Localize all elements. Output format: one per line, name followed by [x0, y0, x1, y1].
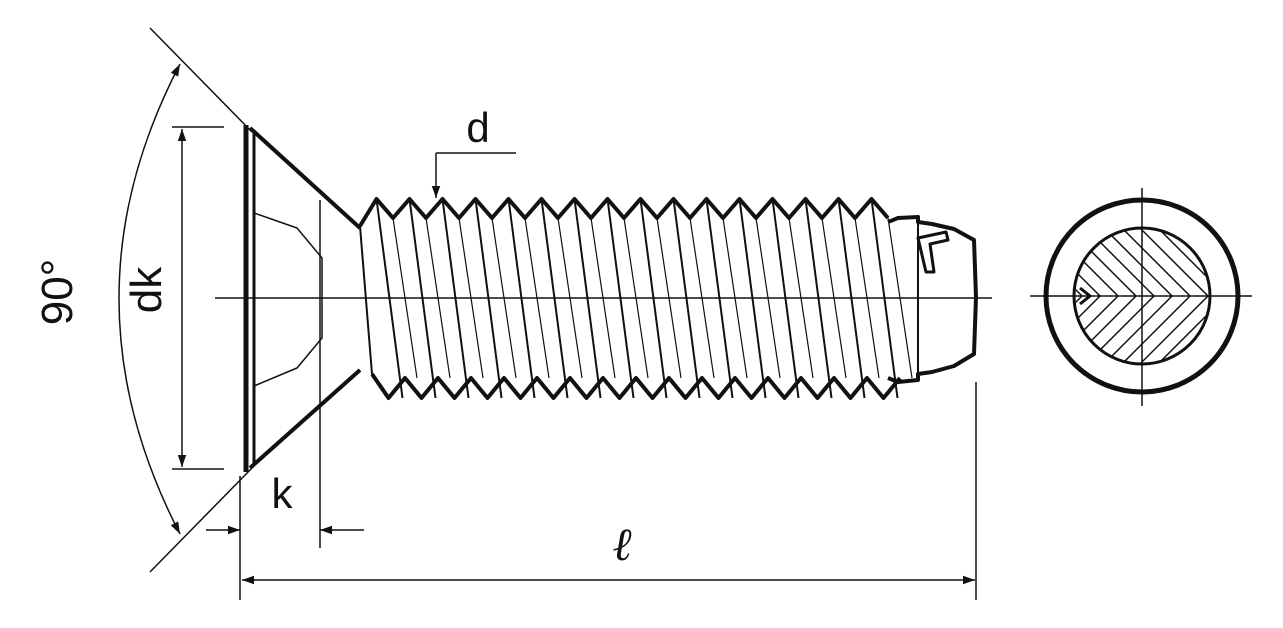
thread-crest-line	[540, 198, 569, 399]
thread-diameter-dimension	[431, 152, 516, 198]
thread-crest-line	[474, 198, 503, 399]
head-recess-outline	[253, 212, 323, 387]
thread-crest-line	[672, 198, 701, 399]
thread-root-line	[425, 217, 451, 379]
screw-head	[243, 125, 362, 548]
head-height-dimension	[206, 476, 364, 600]
angle-dimension	[118, 27, 253, 573]
angle-arc	[118, 63, 181, 535]
tip-outline	[887, 215, 978, 384]
thread-crest-line	[375, 198, 404, 399]
hatch-chevron	[1081, 228, 1174, 364]
end-view-outer-circle	[1043, 197, 1241, 395]
hatch-chevron	[1074, 228, 1102, 364]
thread-root-line	[458, 217, 484, 379]
thread-profile-bottom	[370, 372, 902, 400]
thread-root-line	[755, 217, 781, 379]
thread-root-line	[392, 217, 418, 379]
end-view-inner-circle	[1072, 226, 1212, 366]
thread-crest-line	[408, 198, 437, 399]
tip-slot	[916, 230, 950, 274]
thread-diameter-label: d	[466, 104, 489, 151]
thread-root-line	[689, 217, 715, 379]
angle-extension-upper	[149, 27, 253, 133]
thread-crest-line	[804, 198, 833, 399]
threaded-shank	[358, 197, 913, 400]
length-label: ℓ	[612, 519, 632, 570]
hatch-chevron	[1099, 228, 1192, 364]
angle-extension-lower	[149, 467, 253, 573]
hatch-chevron	[1074, 228, 1120, 364]
hatch-chevron	[1074, 228, 1084, 364]
thread-root-line	[887, 217, 913, 379]
thread-start-line	[359, 225, 373, 375]
head-cone-upper	[248, 126, 362, 230]
hatch-chevron	[1135, 228, 1210, 364]
head-diameter-dimension	[172, 126, 224, 470]
thread-root-line	[524, 217, 550, 379]
thread-root-line	[590, 217, 616, 379]
thread-crest-line	[441, 198, 470, 399]
hatch-chevron	[1117, 228, 1210, 364]
head-cone-lower	[248, 368, 362, 470]
thread-crest-line	[705, 198, 734, 399]
center-lines	[215, 188, 1252, 406]
thread-crest-line	[606, 198, 635, 399]
length-dimension	[242, 382, 977, 600]
thread-root-line	[788, 217, 814, 379]
screw-tip	[887, 215, 978, 384]
thread-root-line	[821, 217, 847, 379]
thread-crest-line	[573, 198, 602, 399]
head-height-label: k	[272, 470, 294, 517]
thread-root-line	[557, 217, 583, 379]
thread-crest-line	[738, 198, 767, 399]
thread-root-line	[854, 217, 880, 379]
head-diameter-label: dk	[122, 266, 171, 313]
thread-crest-line	[507, 198, 536, 399]
end-view-center-mark	[1079, 286, 1093, 306]
thread-crest-line	[639, 198, 668, 399]
thread-root-line	[656, 217, 682, 379]
thread-crest-line	[837, 198, 866, 399]
thread-root-line	[722, 217, 748, 379]
thread-crest-line	[870, 198, 899, 399]
thread-root-line	[623, 217, 649, 379]
angle-label: 90°	[33, 259, 82, 326]
thread-crest-line	[771, 198, 800, 399]
thread-root-line	[491, 217, 517, 379]
